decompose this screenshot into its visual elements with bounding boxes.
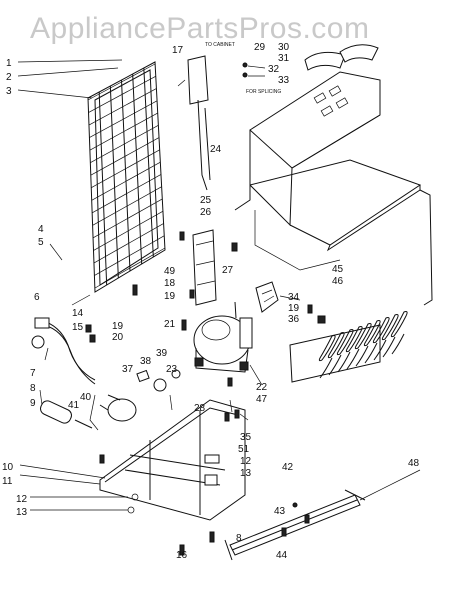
callout-29: 29: [254, 42, 266, 53]
callout-19c: 19: [288, 303, 300, 314]
callout-25: 25: [200, 195, 212, 206]
callout-46: 46: [332, 276, 344, 287]
callout-35: 35: [240, 432, 252, 443]
callout-30: 30: [278, 42, 290, 53]
callout-42: 42: [282, 462, 294, 473]
callout-13b: 13: [240, 468, 252, 479]
callout-40: 40: [80, 392, 92, 403]
evaporator-coil: [289, 311, 408, 383]
callout-18: 18: [164, 278, 176, 289]
callout-15: 15: [72, 322, 84, 333]
tube-assembly: [187, 55, 211, 191]
callout-7: 7: [30, 368, 36, 379]
note-to-cabinet: TO CABINET: [205, 42, 235, 48]
callout-12b: 12: [240, 456, 252, 467]
callout-10: 10: [2, 462, 14, 473]
callout-51: 51: [238, 444, 250, 455]
callout-43: 43: [274, 506, 286, 517]
side-panel: [192, 229, 217, 306]
callout-24: 24: [210, 144, 222, 155]
callout-2: 2: [6, 72, 12, 83]
callout-26: 26: [200, 207, 212, 218]
callout-19b: 19: [112, 321, 124, 332]
callout-17: 17: [172, 45, 184, 56]
callout-32: 32: [268, 64, 280, 75]
callout-41: 41: [68, 400, 80, 411]
callout-9: 9: [30, 398, 36, 409]
drain-rail: [224, 469, 421, 561]
callout-21: 21: [164, 319, 176, 330]
callout-11: 11: [2, 476, 13, 487]
callout-39: 39: [156, 348, 168, 359]
callout-34: 34: [288, 292, 300, 303]
callout-23: 23: [166, 364, 178, 375]
callout-22: 22: [256, 382, 268, 393]
leader-lines: [17, 59, 301, 511]
wire-harness: [31, 317, 96, 385]
callout-14: 14: [72, 308, 84, 319]
callout-37: 37: [122, 364, 134, 375]
callout-6: 6: [34, 292, 40, 303]
callout-5: 5: [38, 237, 44, 248]
callout-8: 8: [30, 383, 36, 394]
hardware-screws: [85, 231, 326, 556]
relay-overload: [255, 281, 279, 313]
callout-27: 27: [222, 265, 234, 276]
callout-8b: 8: [236, 533, 242, 544]
callout-16: 16: [176, 550, 188, 561]
compressor: [193, 301, 253, 373]
callout-48: 48: [408, 458, 420, 469]
callout-44: 44: [276, 550, 288, 561]
callout-33: 33: [278, 75, 290, 86]
top-bracket-parts: [242, 44, 379, 78]
callout-28: 28: [194, 403, 206, 414]
callout-3: 3: [6, 86, 12, 97]
callout-31: 31: [278, 53, 290, 64]
callout-38: 38: [140, 356, 152, 367]
fan-motor: [89, 369, 181, 431]
fan-shroud: [234, 71, 433, 306]
capacitor: [40, 400, 93, 429]
callout-labels: 1 2 3 4 5 6 7 8 9 10 11 12 13 14 15 16 1…: [2, 42, 420, 561]
callout-45: 45: [332, 264, 344, 275]
callout-1: 1: [6, 58, 12, 69]
condenser-coil: [87, 61, 166, 293]
callout-13: 13: [16, 507, 28, 518]
callout-4: 4: [38, 224, 44, 235]
callout-20: 20: [112, 332, 124, 343]
callout-36: 36: [288, 314, 300, 325]
callout-47: 47: [256, 394, 268, 405]
callout-12: 12: [16, 494, 28, 505]
callout-19a: 19: [164, 291, 176, 302]
watermark-text: AppliancePartsPros.com: [30, 12, 370, 45]
callout-49: 49: [164, 266, 176, 277]
note-for-splicing: FOR SPLICING: [246, 89, 281, 95]
